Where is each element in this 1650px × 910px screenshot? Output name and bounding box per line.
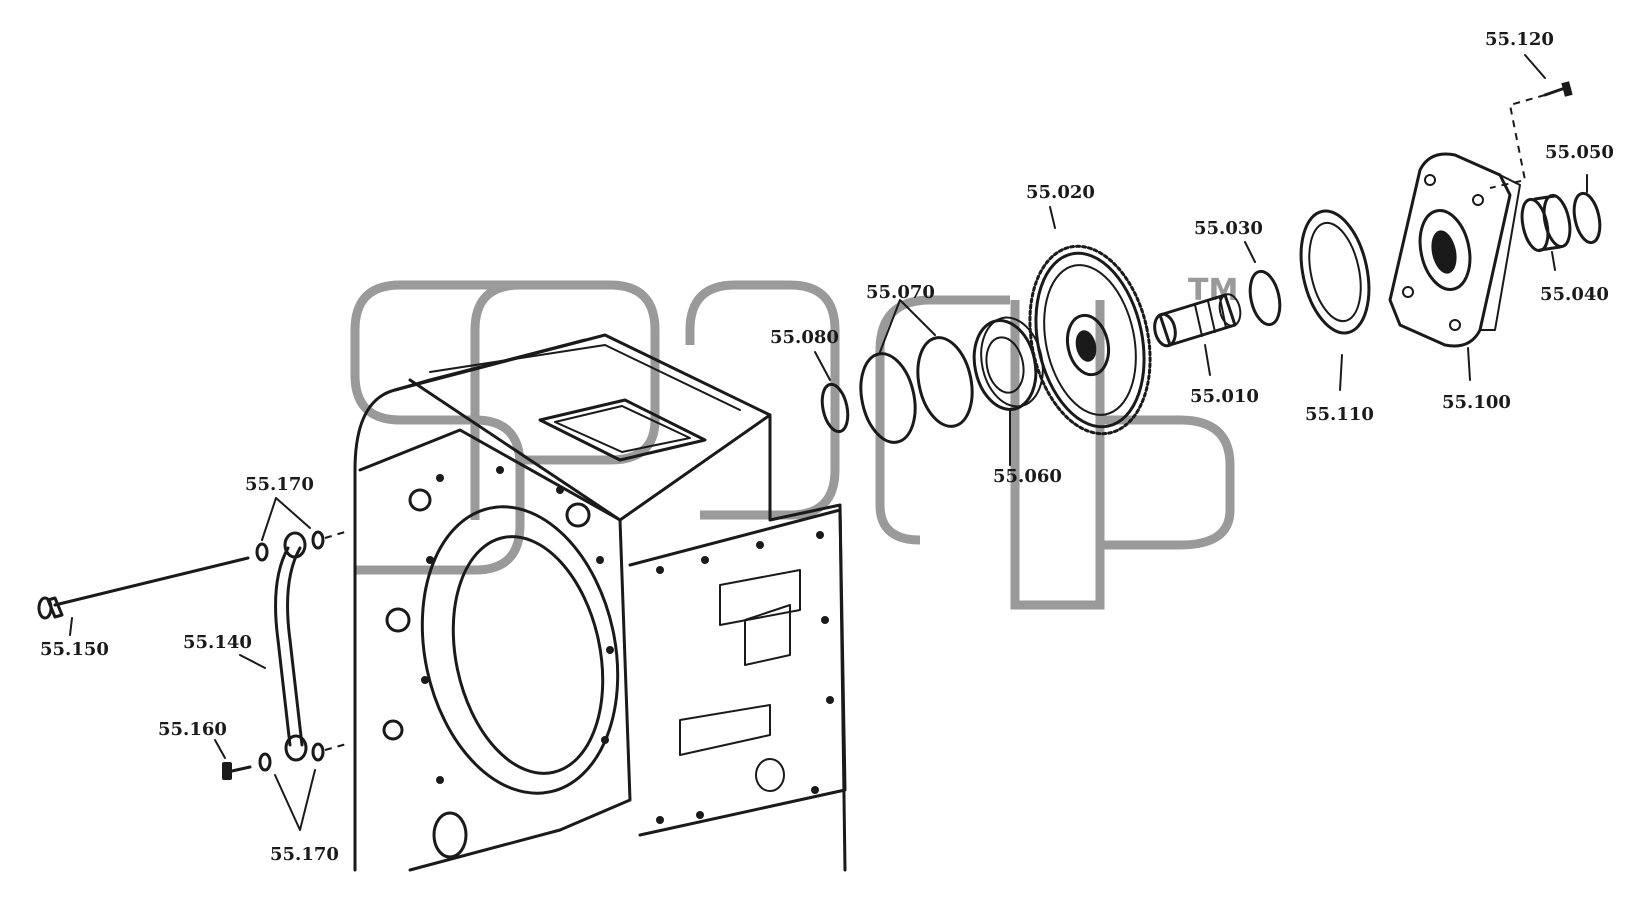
housing-bolt-hole [408,488,432,512]
housing-front-flange [358,428,632,872]
part-55170-washer [311,742,325,762]
part-55060-bearing [972,316,1044,411]
part-55040-bushing [1520,193,1572,253]
part-55080-ring [820,382,850,434]
part-55010-shaft [1153,293,1242,348]
housing-bolt-hole [565,502,591,528]
watermark-logo: TM [350,273,1238,610]
housing-top-opening-inner [554,405,691,453]
housing-side-face [628,508,847,837]
watermark-letter-s [350,280,525,575]
callout-55140: 55.140 [183,632,252,653]
housing-top-face [408,378,772,522]
callout-55040: 55.040 [1540,284,1609,305]
part-55150-long-bolt [37,556,250,620]
part-55110-gasket [1299,209,1371,335]
housing-main-bore-inner [451,535,605,775]
bolt-alignment-dash [1489,94,1546,189]
part-55070-ring-outer [859,352,917,444]
watermark-letter-p1 [470,280,660,520]
part-55120-bolt [1543,81,1573,97]
callout-55050: 55.050 [1545,142,1614,163]
housing-side-port-1 [719,569,801,626]
housing-bolt-hole [385,607,411,633]
housing-side-port-2 [679,704,771,756]
housing-flange-bolts [421,466,834,824]
housing-main-bore [420,505,620,795]
callout-labels: 55.120 55.050 55.020 55.030 55.070 55.08… [40,29,1614,865]
part-55170-washer [255,542,269,562]
part-55160-bolt [222,762,252,780]
part-55140-link-arm [274,531,308,762]
part-55070-ring-inner [916,336,974,428]
callout-55070: 55.070 [866,282,935,303]
callout-55170-bottom: 55.170 [270,844,339,865]
watermark-letter-r [875,295,1010,545]
watermark-letter-a [685,280,840,520]
housing-top-edge [393,338,587,392]
callout-55110: 55.110 [1305,404,1374,425]
housing-lower-boss [432,811,468,859]
part-55170-washer [311,530,325,550]
watermark-letter-p2 [1010,300,1235,610]
callout-55020: 55.020 [1026,182,1095,203]
leader-lines [69,54,1588,831]
housing-top-opening [538,398,707,462]
callout-55120: 55.120 [1485,29,1554,50]
washer-alignment-dash [324,531,346,539]
callout-55080: 55.080 [770,327,839,348]
callout-55060: 55.060 [993,466,1062,487]
part-55030-ring [1248,269,1282,327]
callout-55160: 55.160 [158,719,227,740]
watermark-trademark: TM [1188,273,1238,308]
housing-top-ridge [429,344,741,411]
housing-side-port-3 [744,604,791,666]
housing-bolt-hole [382,719,404,741]
callout-55010: 55.010 [1190,386,1259,407]
washer-alignment-dash [324,742,351,751]
part-55050-ring [1572,191,1602,245]
callout-55150: 55.150 [40,639,109,660]
callout-55170-top: 55.170 [245,474,314,495]
part-55170-washer [258,752,272,772]
callout-55030: 55.030 [1194,218,1263,239]
transmission-housing [353,333,847,872]
callout-55100: 55.100 [1442,392,1511,413]
housing-side-hole [755,758,785,792]
part-55100-cover [1388,152,1521,348]
housing-outline [353,333,847,872]
part-55020-gear [1028,244,1152,436]
